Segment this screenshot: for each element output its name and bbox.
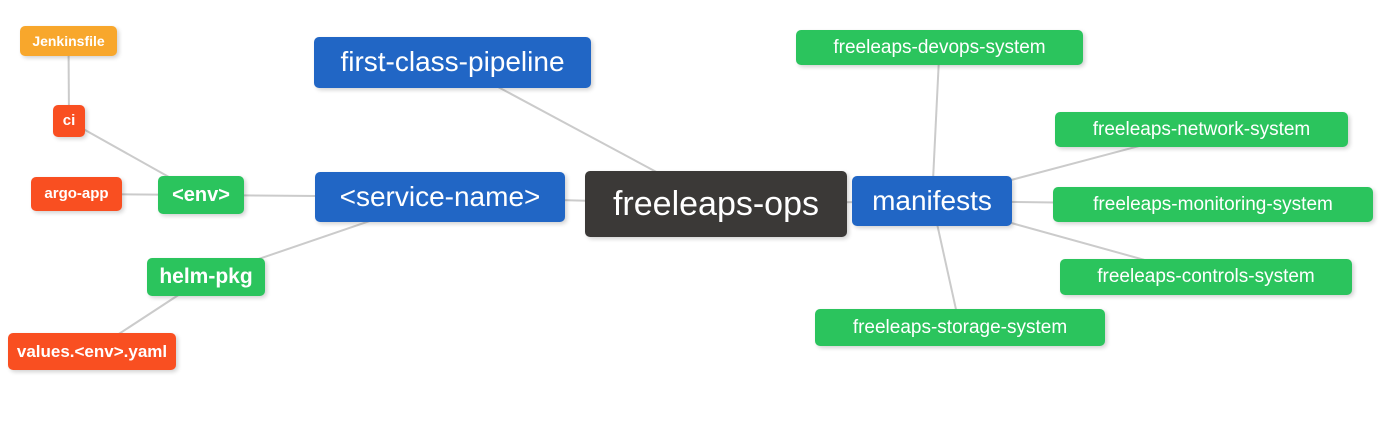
- node-freeleaps-network-system[interactable]: freeleaps-network-system: [1055, 112, 1348, 147]
- node-freeleaps-ops[interactable]: freeleaps-ops: [585, 171, 847, 237]
- node-argo-app[interactable]: argo-app: [31, 177, 122, 211]
- node-service-name[interactable]: <service-name>: [315, 172, 565, 222]
- node-label: first-class-pipeline: [340, 46, 565, 77]
- node-freeleaps-devops-system[interactable]: freeleaps-devops-system: [796, 30, 1083, 65]
- node-label: freeleaps-controls-system: [1097, 266, 1315, 287]
- node-freeleaps-storage-system[interactable]: freeleaps-storage-system: [815, 309, 1105, 346]
- node-label: helm-pkg: [159, 265, 253, 288]
- node-label: freeleaps-devops-system: [833, 36, 1046, 58]
- node-freeleaps-monitoring-system[interactable]: freeleaps-monitoring-system: [1053, 187, 1373, 222]
- node-env[interactable]: <env>: [158, 176, 244, 214]
- node-label: freeleaps-ops: [612, 184, 819, 223]
- node-label: freeleaps-storage-system: [852, 316, 1068, 338]
- node-label: ci: [62, 112, 76, 129]
- node-first-class-pipeline[interactable]: first-class-pipeline: [314, 37, 591, 88]
- node-helm-pkg[interactable]: helm-pkg: [147, 258, 265, 296]
- node-label: values.<env>.yaml: [16, 341, 168, 361]
- node-label: argo-app: [44, 185, 109, 202]
- node-jenkinsfile[interactable]: Jenkinsfile: [20, 26, 117, 56]
- edge-manifests--freeleaps-devops-system: [931, 47, 941, 202]
- node-label: <service-name>: [339, 180, 541, 212]
- node-manifests[interactable]: manifests: [852, 176, 1012, 226]
- node-label: freeleaps-monitoring-system: [1093, 193, 1333, 215]
- node-label: freeleaps-network-system: [1092, 118, 1311, 140]
- node-values-env-yaml[interactable]: values.<env>.yaml: [8, 333, 176, 370]
- node-label: manifests: [872, 184, 992, 216]
- node-label: Jenkinsfile: [32, 32, 105, 49]
- node-freeleaps-controls-system[interactable]: freeleaps-controls-system: [1060, 259, 1352, 295]
- node-label: <env>: [172, 183, 230, 206]
- node-ci[interactable]: ci: [53, 105, 85, 137]
